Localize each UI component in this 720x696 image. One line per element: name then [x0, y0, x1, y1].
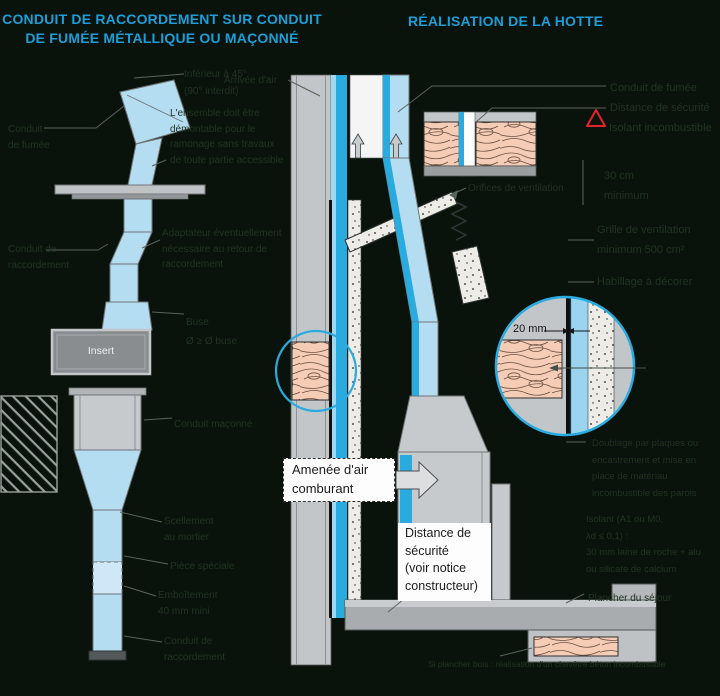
right-section-title: RÉALISATION DE LA HOTTE — [408, 13, 604, 29]
stove-front-plate — [491, 483, 511, 601]
label-masonry-flue: Conduit maçonné — [174, 419, 253, 430]
spring-symbol-icon — [450, 201, 468, 241]
label-joist-note: Si plancher bois : réalisation d'un chev… — [428, 659, 666, 669]
label-sealing: Scellement au mortier — [164, 516, 214, 543]
label-engagement: Emboîtement 40 mm mini — [158, 590, 218, 617]
label-insulant: Isolant (A1 ou M0, λd ≤ 0,1) : 30 mm lai… — [586, 514, 701, 575]
spigot-adapter — [101, 301, 153, 331]
label-special-piece: Pièce spéciale — [170, 561, 235, 572]
label-flue: Conduit de fumée — [8, 124, 50, 151]
label-adapter: Adaptateur éventuellement nécessaire au … — [162, 228, 282, 270]
label-lining: Doublage par plaques ou encastrement et … — [592, 438, 699, 499]
flange-plate — [54, 184, 206, 195]
detail-source-circle — [274, 329, 358, 413]
airflow-up-arrow-icon — [351, 133, 365, 159]
hood-sloped-panel — [451, 245, 490, 305]
wood-floor-block — [475, 121, 537, 167]
label-cladding: Habillage à décorer — [597, 276, 693, 288]
air-supply-arrow-icon — [395, 460, 439, 500]
magnifier-detail-content — [496, 297, 634, 435]
label-insert: Insert — [87, 345, 115, 357]
left-diagram-graphic — [0, 73, 206, 661]
hood-insulation-strip — [347, 199, 362, 601]
air-supply-callout: Amenée d'air comburant — [283, 458, 395, 502]
insert-appliance — [50, 328, 152, 376]
label-connector: Conduit de raccordement — [8, 244, 70, 271]
left-section-title: CONDUIT DE RACCORDEMENT SUR CONDUIT DE F… — [2, 11, 322, 46]
wood-floor-block — [423, 121, 461, 167]
label-20mm-gap: 20 mm — [513, 323, 547, 335]
wall-hatch-block — [0, 395, 58, 493]
vent-arrow-icon — [449, 190, 458, 199]
label-dismantle-note: L'ensemble doit être démontable pour le … — [170, 108, 284, 166]
label-air-inlet: Arrivée d'air — [224, 75, 278, 86]
label-spigot: Buse — [186, 317, 209, 328]
label-connector-bottom: Conduit de raccordement — [164, 636, 226, 663]
reducer-cone — [73, 449, 142, 511]
stove-top — [397, 395, 489, 453]
magnifier-circle — [494, 295, 636, 437]
label-flue-right: Conduit de fumée — [610, 82, 697, 94]
label-incombustible-screen: Isolant incombustible — [609, 122, 712, 134]
warning-triangle-icon — [586, 109, 606, 127]
label-safety-distance: Distance de sécurité — [610, 102, 710, 114]
label-angle-limit: Inférieur à 45° (90° interdit) — [184, 69, 247, 97]
masonry-flue-section — [73, 394, 142, 451]
label-vent-grille: Grille de ventilation minimum 500 cm² — [597, 224, 691, 256]
label-min-30cm: 30 cm minimum — [604, 170, 649, 202]
label-spigot-diameter: Ø ≥ Ø buse — [186, 336, 238, 347]
label-vents: Orifices de ventilation — [468, 183, 564, 194]
label-floor: Plancher du séjour — [588, 593, 672, 604]
safety-notice-callout: Distance de sécurité (voir notice constr… — [398, 523, 491, 601]
